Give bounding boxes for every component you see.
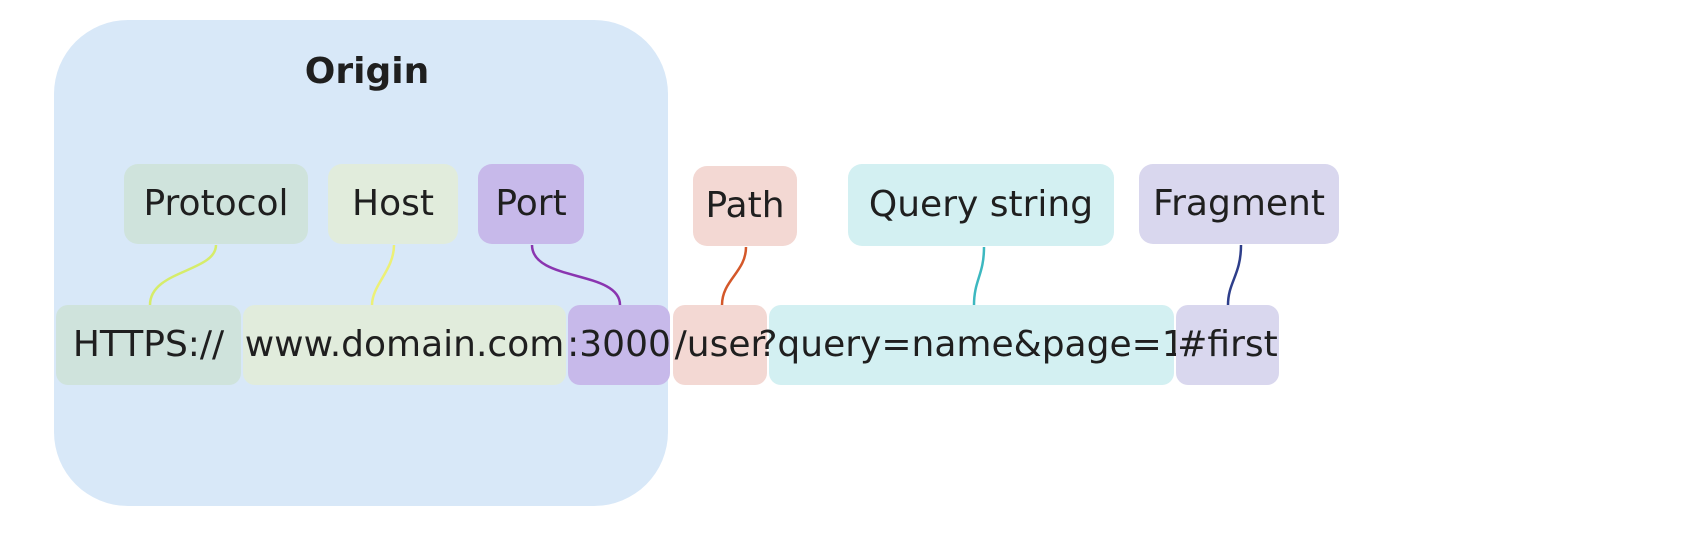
host-label: Host xyxy=(328,164,458,244)
url-fragment-segment: #first xyxy=(1176,305,1279,385)
protocol-label: Protocol xyxy=(124,164,308,244)
fragment-connector xyxy=(1226,244,1243,306)
url-query-segment: ?query=name&page=1 xyxy=(758,305,1185,385)
fragment-label: Fragment xyxy=(1139,164,1339,244)
port-label: Port xyxy=(478,164,584,244)
url-port-segment: :3000 xyxy=(567,305,671,385)
query-string-label: Query string xyxy=(848,164,1114,246)
url-protocol-segment: HTTPS:// xyxy=(56,305,241,385)
path-label: Path xyxy=(693,166,797,246)
url-host-segment: www.domain.com xyxy=(243,305,566,385)
origin-title: Origin xyxy=(304,51,430,92)
url-path-segment: /user xyxy=(673,305,767,385)
query-connector xyxy=(972,246,986,306)
path-connector xyxy=(720,246,748,306)
